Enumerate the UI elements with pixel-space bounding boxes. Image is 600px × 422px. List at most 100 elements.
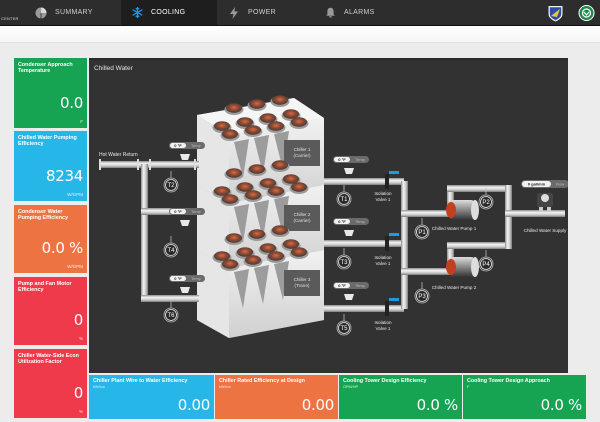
tile-unit: F xyxy=(467,385,470,389)
tab-power[interactable]: POWER xyxy=(217,0,310,25)
sensor-label: P3 xyxy=(418,294,426,300)
valve-1-label: Isolation xyxy=(374,191,392,196)
tile-unit: % xyxy=(78,409,83,414)
temp-pill-unit: Temp xyxy=(191,276,202,281)
sensor-p4[interactable]: P4 xyxy=(478,250,494,272)
fan-icon xyxy=(289,117,309,129)
temp-pill-value: 0 °F xyxy=(338,283,346,288)
sensor-label: T2 xyxy=(167,183,175,189)
valve-2-sublabel: Valve 1 xyxy=(376,261,391,266)
tile-title: Cooling Tower Design Approach xyxy=(467,378,550,384)
isolation-valve-1[interactable] xyxy=(385,171,399,189)
sensor-p2[interactable]: P2 xyxy=(478,188,494,210)
flow-meter[interactable] xyxy=(537,193,553,211)
kpi-tile-condenser-approach[interactable]: Condenser Approach Temperature 0.0 F xyxy=(14,58,87,128)
subheader-band xyxy=(0,26,600,43)
fan-icon xyxy=(243,255,263,267)
kpi-tile-rated-efficiency[interactable]: Chiller Rated Efficiency at Design kW/to… xyxy=(215,375,338,419)
flow-pill-value: 0 gal/min xyxy=(528,182,546,187)
tab-summary[interactable]: SUMMARY xyxy=(28,0,121,25)
temp-pill[interactable]: 0 °F Temp xyxy=(333,156,369,174)
fan-icon xyxy=(243,125,263,137)
tab-power-label: POWER xyxy=(248,9,276,16)
sensor-t5[interactable]: T5 xyxy=(336,314,352,336)
sensor-label: T4 xyxy=(167,248,175,254)
isolation-valve-3[interactable] xyxy=(385,298,399,316)
chiller-3-sublabel: (Trane) xyxy=(295,283,310,288)
temperature-sensor-icon xyxy=(180,287,190,293)
lightning-icon xyxy=(226,5,242,21)
sensor-t1[interactable]: T1 xyxy=(336,185,352,207)
valve-3-label: Isolation xyxy=(374,320,392,325)
chilled-water-pump-2[interactable] xyxy=(446,257,479,277)
hot-water-return-label: Hot Water Return xyxy=(99,152,138,158)
tile-unit: W/GPM xyxy=(67,192,83,197)
fan-icon xyxy=(289,182,309,194)
sensor-t4[interactable]: T4 xyxy=(163,236,179,258)
kpi-tile-wire-to-water[interactable]: Chiller Plant Wire to Water Efficiency k… xyxy=(89,375,214,419)
tile-title: Cooling Tower Design Efficiency xyxy=(343,378,427,384)
temp-pill-unit: Temp xyxy=(355,157,366,162)
chiller-1-label: Chiller 1 xyxy=(294,147,311,152)
fan-icon xyxy=(247,229,267,241)
sensor-label: T3 xyxy=(340,260,348,266)
kpi-tile-chilled-water-pumping[interactable]: Chilled Water Pumping Efficiency 8234 W/… xyxy=(14,131,87,201)
tile-unit: kW/ton xyxy=(219,385,231,389)
sensor-t3[interactable]: T3 xyxy=(336,248,352,270)
temp-pill-value: 0 °F xyxy=(174,143,182,148)
kpi-tile-pump-fan-motor[interactable]: Pump and Fan Motor Efficiency 0 % xyxy=(14,277,87,345)
pump-loop-pipes xyxy=(431,185,565,275)
fan-icon xyxy=(270,95,290,107)
fan-icon xyxy=(243,190,263,202)
pump-2-label: Chilled Water Pump 2 xyxy=(432,285,477,290)
sensor-label: P2 xyxy=(482,200,490,206)
tile-value: 0.00 xyxy=(177,396,211,414)
tile-unit: W/GPM xyxy=(67,264,83,269)
tile-value: 0.0 % xyxy=(41,239,84,257)
fan-icon xyxy=(220,194,240,206)
tile-value: 0.0 % xyxy=(416,396,459,414)
kpi-tile-tower-efficiency[interactable]: Cooling Tower Design Efficiency GPM/HP 0… xyxy=(339,375,462,419)
fan-icon xyxy=(266,251,286,263)
tile-title: Condenser Approach Temperature xyxy=(18,62,73,75)
temperature-sensor-icon xyxy=(344,230,354,236)
fan-icon xyxy=(247,99,267,111)
kpi-tile-condenser-water-pumping[interactable]: Condenser Water Pumping Efficiency 0.0 %… xyxy=(14,205,87,273)
air-force-shield-logo[interactable] xyxy=(547,4,564,22)
fan-icon xyxy=(266,121,286,133)
sensor-p1[interactable]: P1 xyxy=(414,218,430,240)
flow-pill[interactable]: 0 gal/min Flow xyxy=(521,180,568,188)
chilled-water-schematic: Chiller 1 (Carrier) Chiller 2 (Carrier) … xyxy=(99,95,568,338)
fan-icon xyxy=(220,259,240,271)
chiller-1-sublabel: (Carrier) xyxy=(293,153,311,158)
chilled-water-diagram-panel: Chilled Water xyxy=(89,58,568,373)
sensor-t2[interactable]: T2 xyxy=(163,171,179,193)
tab-alarms[interactable]: ALARMS xyxy=(318,0,408,25)
tile-title: Chiller Water-Side Econ Utilization Fact… xyxy=(18,353,79,366)
flow-pill-unit: Flow xyxy=(556,182,565,187)
chiller-2-label: Chiller 2 xyxy=(294,212,311,217)
sensor-t6[interactable]: T6 xyxy=(163,301,179,323)
tile-title: Chiller Rated Efficiency at Design xyxy=(219,378,305,384)
isolation-valve-2[interactable] xyxy=(385,233,399,251)
panel-title: Chilled Water xyxy=(94,65,133,72)
kpi-tile-econ-utilization[interactable]: Chiller Water-Side Econ Utilization Fact… xyxy=(14,349,87,418)
green-circle-emblem-logo[interactable] xyxy=(578,4,595,22)
temp-pill-value: 0 °F xyxy=(338,157,346,162)
tile-title: Chilled Water Pumping Efficiency xyxy=(18,135,77,148)
temperature-sensor-icon xyxy=(180,220,190,226)
sensor-p3[interactable]: P3 xyxy=(414,282,430,304)
temperature-sensor-icon xyxy=(344,168,354,174)
temperature-sensor-icon xyxy=(180,154,190,160)
kpi-tile-tower-approach[interactable]: Cooling Tower Design Approach F 0.0 % xyxy=(463,375,586,419)
sensor-label: T1 xyxy=(340,197,348,203)
tab-cooling[interactable]: COOLING xyxy=(121,0,217,25)
valve-2-label: Isolation xyxy=(374,255,392,260)
chilled-water-pump-1[interactable] xyxy=(446,200,479,220)
